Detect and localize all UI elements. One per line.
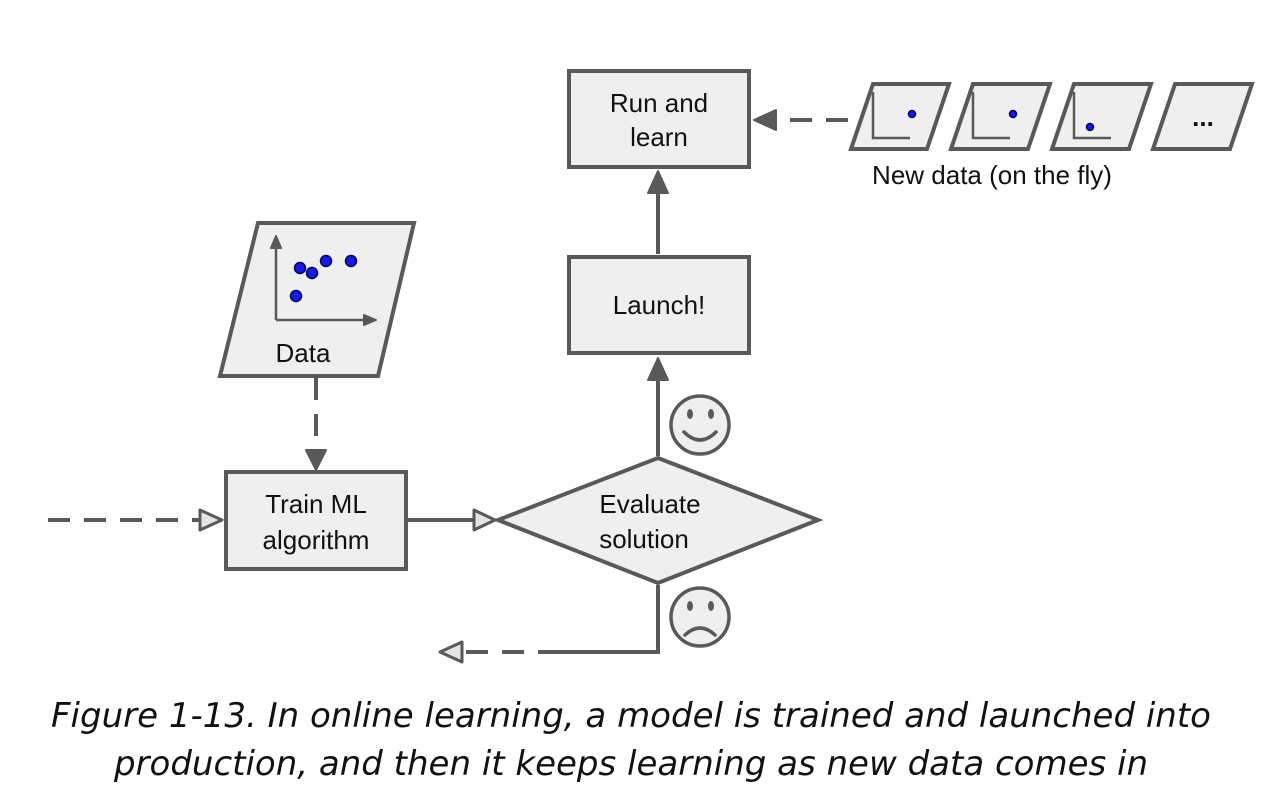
smiling-face-icon bbox=[669, 394, 731, 456]
run-and-learn-label-line-1: Run and bbox=[610, 88, 708, 118]
incoming-arrowhead bbox=[198, 508, 224, 532]
launch-to-run-arrowhead bbox=[647, 170, 669, 194]
new-data-point bbox=[1085, 122, 1095, 132]
frowning-face-icon bbox=[669, 586, 731, 648]
new-data-panel-more: ... bbox=[1150, 82, 1255, 151]
evaluate-label-line-1: Evaluate bbox=[599, 489, 700, 519]
run-and-learn-box bbox=[567, 69, 751, 169]
data-point bbox=[289, 289, 303, 303]
new-data-point bbox=[907, 109, 917, 119]
caption-line-1: Figure 1-13. In online learning, a model… bbox=[50, 696, 1211, 736]
train-label-line-2: algorithm bbox=[263, 525, 370, 555]
run-and-learn-label-line-2: learn bbox=[630, 122, 688, 152]
new-data-point bbox=[1008, 109, 1018, 119]
data-parallelogram: Data bbox=[217, 221, 417, 378]
train-to-evaluate-arrowhead bbox=[472, 508, 497, 532]
data-point bbox=[305, 266, 319, 280]
train-ml-box bbox=[224, 470, 408, 571]
data-point bbox=[293, 261, 307, 275]
new-data-panel-3 bbox=[1049, 82, 1154, 151]
new-data-panel-2 bbox=[948, 82, 1053, 151]
flowchart: Run and learn Launch! Train ML algorithm… bbox=[48, 69, 1255, 664]
new-data-label: New data (on the fly) bbox=[872, 160, 1112, 190]
data-label: Data bbox=[276, 338, 331, 368]
evaluate-diamond bbox=[492, 455, 824, 586]
data-point bbox=[319, 254, 333, 268]
evaluate-to-launch-arrowhead bbox=[647, 357, 669, 381]
new-data-to-run-arrowhead bbox=[753, 109, 777, 131]
launch-box bbox=[567, 255, 751, 355]
new-data-panel-1 bbox=[848, 82, 952, 151]
caption-line-2: production, and then it keeps learning a… bbox=[113, 744, 1149, 784]
evaluate-label-line-2: solution bbox=[599, 524, 689, 554]
train-label-line-1: Train ML bbox=[265, 489, 367, 519]
figure-caption: Figure 1-13. In online learning, a model… bbox=[0, 692, 1262, 788]
data-point bbox=[344, 254, 358, 268]
evaluate-fail-arrowhead bbox=[438, 640, 464, 664]
more-data-ellipsis: ... bbox=[1192, 102, 1214, 132]
launch-label: Launch! bbox=[613, 290, 706, 320]
data-to-train-arrowhead bbox=[305, 449, 327, 471]
evaluate-fail-line bbox=[560, 585, 660, 654]
